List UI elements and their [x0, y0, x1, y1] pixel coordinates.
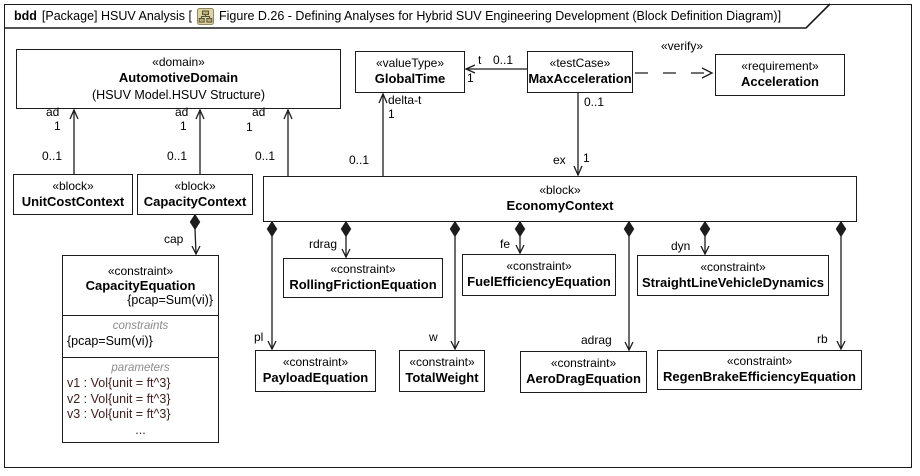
- stereotype-label: «constraint»: [506, 259, 572, 273]
- edge-role-w: w: [429, 330, 438, 344]
- node-name: AutomotiveDomain: [118, 70, 239, 86]
- parameters-compartment: parameters v1 : Vol{unit = ft^3} v2 : Vo…: [63, 357, 218, 442]
- node-total-weight[interactable]: «constraint» TotalWeight: [399, 350, 485, 392]
- diagram-icon: [197, 7, 214, 25]
- edge-role-adrag: adrag: [581, 333, 612, 347]
- edge-role-ex: ex: [553, 153, 566, 167]
- parameter-ellipsis: ...: [135, 422, 146, 437]
- node-straight-line-vehicle-dynamics[interactable]: «constraint» StraightLineVehicleDynamics: [637, 255, 829, 296]
- compartment-label: parameters: [111, 362, 170, 374]
- stereotype-label: «constraint»: [726, 354, 793, 368]
- stereotype-label: «constraint»: [282, 355, 349, 369]
- node-name: MaxAcceleration: [528, 71, 632, 87]
- diagram-kind-label: bdd: [14, 9, 37, 23]
- edge-role-ad: ad: [252, 105, 266, 119]
- diagram-figure-caption: Figure D.26 - Defining Analyses for Hybr…: [219, 9, 778, 23]
- stereotype-label: «valueType»: [375, 56, 445, 70]
- stereotype-label: «block»: [174, 178, 216, 193]
- stereotype-label: «constraint»: [107, 264, 174, 278]
- stereotype-label: «constraint»: [330, 262, 396, 276]
- node-qualified-name: (HSUV Model.HSUV Structure): [92, 87, 265, 102]
- edge-role-ad: ad: [175, 105, 189, 119]
- edge-role-rdrag: rdrag: [309, 237, 338, 251]
- edge-mult: 1: [180, 119, 187, 133]
- node-name: EconomyContext: [506, 198, 614, 214]
- node-name: CapacityContext: [143, 193, 247, 209]
- node-unit-cost-context[interactable]: «block» UnitCostContext: [13, 174, 133, 215]
- edge-role-dyn: dyn: [671, 239, 691, 253]
- edge-mult: 1: [583, 151, 590, 165]
- parameter-item: v2 : Vol{unit = ft^3}: [67, 391, 171, 406]
- edge-role-t: t: [478, 53, 482, 67]
- node-aero-drag-equation[interactable]: «constraint» AeroDragEquation: [520, 351, 647, 393]
- node-fuel-efficiency-equation[interactable]: «constraint» FuelEfficiencyEquation: [462, 254, 616, 296]
- node-max-acceleration[interactable]: «testCase» MaxAcceleration: [527, 51, 633, 93]
- edge-role-pl: pl: [254, 330, 264, 344]
- edge-mult: 1: [467, 71, 474, 85]
- stereotype-label: «requirement»: [741, 59, 819, 73]
- edge-mult: 0..1: [349, 153, 370, 167]
- node-name: GlobalTime: [374, 71, 446, 87]
- capacity-equation-header: «constraint» CapacityEquation {pcap=Sum(…: [63, 256, 218, 315]
- edge-mult: 1: [246, 120, 253, 134]
- node-name: TotalWeight: [405, 370, 479, 386]
- edge-role-rb: rb: [817, 332, 828, 346]
- edge-stereotype-verify: «verify»: [661, 39, 704, 53]
- edge-mult: 0..1: [584, 95, 605, 109]
- edge-role-cap: cap: [164, 232, 184, 246]
- node-name: PayloadEquation: [262, 370, 369, 386]
- node-name: CapacityEquation: [85, 278, 196, 293]
- node-global-time[interactable]: «valueType» GlobalTime: [355, 51, 465, 93]
- node-name: RegenBrakeEfficiencyEquation: [663, 369, 856, 385]
- stereotype-label: «testCase»: [549, 56, 611, 70]
- edge-mult: 1: [54, 119, 61, 133]
- edge-mult: 0..1: [255, 149, 276, 163]
- diagram-title-bar: bdd [Package] HSUV Analysis [ Figure D.2…: [4, 4, 781, 28]
- edge-mult: 0..1: [167, 149, 188, 163]
- stereotype-label: «domain»: [152, 55, 205, 69]
- node-name: StraightLineVehicleDynamics: [641, 274, 825, 290]
- node-capacity-context[interactable]: «block» CapacityContext: [137, 174, 253, 215]
- edge-role-ad: ad: [46, 105, 60, 119]
- stereotype-label: «block»: [539, 183, 581, 197]
- parameter-item: v1 : Vol{unit = ft^3}: [67, 375, 171, 390]
- stereotype-label: «constraint»: [700, 259, 766, 274]
- node-economy-context[interactable]: «block» EconomyContext: [263, 176, 857, 222]
- node-name: RollingFrictionEquation: [289, 277, 437, 293]
- node-regen-brake-efficiency-equation[interactable]: «constraint» RegenBrakeEfficiencyEquatio…: [657, 350, 862, 390]
- node-name: AeroDragEquation: [526, 371, 641, 387]
- edge-role-fe: fe: [500, 237, 511, 251]
- edge-mult: 1: [388, 107, 395, 121]
- diagram-title-close-bracket: ]: [777, 9, 782, 23]
- constraint-item: {pcap=Sum(vi)}: [67, 333, 153, 348]
- edge-mult: 0..1: [42, 149, 63, 163]
- diagram-title-text: [Package] HSUV Analysis [: [41, 9, 192, 23]
- node-name: UnitCostContext: [21, 193, 125, 209]
- node-name: Acceleration: [740, 74, 820, 90]
- edge-role-delta-t: delta-t: [388, 93, 422, 107]
- compartment-label: constraints: [112, 320, 169, 332]
- node-payload-equation[interactable]: «constraint» PayloadEquation: [255, 350, 376, 392]
- edge-mult: 0..1: [493, 53, 514, 67]
- stereotype-label: «constraint»: [409, 355, 475, 369]
- node-capacity-equation[interactable]: «constraint» CapacityEquation {pcap=Sum(…: [62, 255, 219, 443]
- constraint-expression: {pcap=Sum(vi)}: [127, 293, 213, 307]
- node-rolling-friction-equation[interactable]: «constraint» RollingFrictionEquation: [283, 258, 443, 298]
- node-acceleration[interactable]: «requirement» Acceleration: [715, 54, 845, 96]
- parameter-item: v3 : Vol{unit = ft^3}: [67, 407, 171, 422]
- stereotype-label: «constraint»: [550, 356, 617, 370]
- node-automotive-domain[interactable]: «domain» AutomotiveDomain (HSUV Model.HS…: [16, 49, 341, 109]
- node-name: FuelEfficiencyEquation: [467, 274, 611, 290]
- constraints-compartment: constraints {pcap=Sum(vi)}: [63, 315, 218, 357]
- stereotype-label: «block»: [52, 178, 94, 193]
